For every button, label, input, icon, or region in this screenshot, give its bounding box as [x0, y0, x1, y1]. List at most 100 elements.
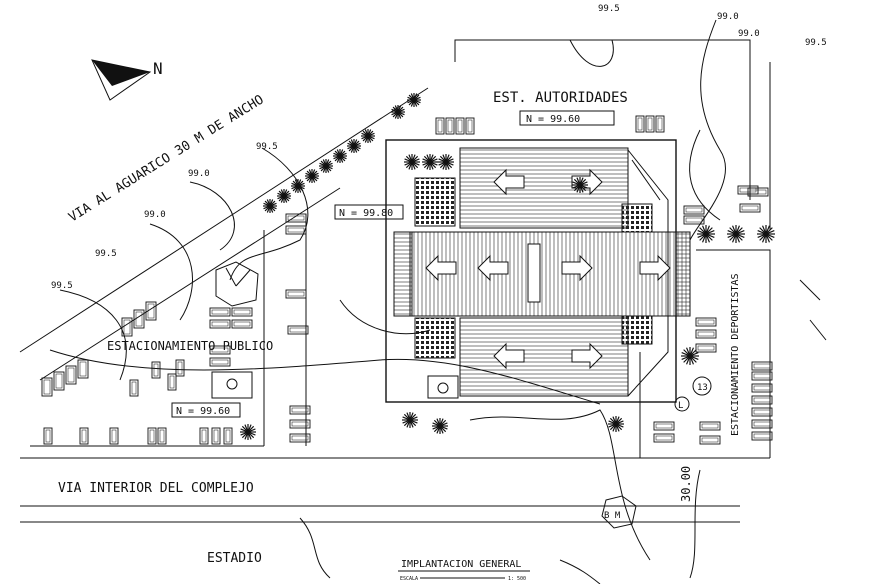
est-publico-label: ESTACIONAMIENTO PUBLICO — [107, 339, 273, 353]
parking-stall — [751, 407, 773, 417]
tree-icon — [319, 159, 333, 173]
parking-stall — [683, 215, 705, 225]
parking-stall — [211, 427, 221, 445]
elevation-label: N = 99.60 — [176, 406, 230, 417]
parking-stall — [287, 325, 309, 335]
title-block: IMPLANTACION GENERAL ESCALA 1: 500 — [398, 559, 530, 582]
contour-label: 99.0 — [188, 169, 210, 179]
parking-stall — [151, 361, 161, 379]
marker-13: 13 — [697, 383, 708, 393]
tree-icon — [391, 105, 405, 119]
tree-icon — [402, 412, 418, 428]
parking-stall — [289, 419, 311, 429]
parking-stall — [751, 419, 773, 429]
drawing-title: IMPLANTACION GENERAL — [401, 559, 521, 570]
parking-stall — [209, 307, 231, 317]
tree-icon — [438, 154, 454, 170]
parking-stall — [175, 359, 185, 377]
scale-label: ESCALA — [400, 576, 418, 582]
parking-stall — [699, 435, 721, 445]
parking-stall — [53, 371, 65, 391]
contour-label: 99.5 — [51, 281, 73, 291]
parking-stall — [285, 225, 307, 235]
contour-label: 99.0 — [738, 29, 760, 39]
tree-icon — [608, 416, 624, 432]
tree-icon — [572, 177, 588, 193]
tree-icon — [333, 149, 347, 163]
parking-stall — [157, 427, 167, 445]
contour-label: 99.0 — [717, 12, 739, 22]
parking-stall — [209, 357, 231, 367]
tree-icon — [407, 93, 421, 107]
contour-label: 99.5 — [256, 142, 278, 152]
parking-stalls-publico — [41, 213, 311, 445]
elevation-label: N = 99.60 — [526, 114, 580, 125]
via-interior-label: VIA INTERIOR DEL COMPLEJO — [58, 481, 254, 496]
tree-icon — [432, 418, 448, 434]
elevation-box — [519, 110, 615, 126]
tree-icon — [757, 225, 775, 243]
parking-stall — [41, 377, 53, 397]
via-interior-road: VIA INTERIOR DEL COMPLEJO 30.00 B M — [20, 457, 740, 529]
parking-stalls-autoridades — [435, 115, 769, 225]
parking-stall — [285, 289, 307, 299]
parking-stall — [445, 117, 455, 135]
est-publico-area: ESTACIONAMIENTO PUBLICO N = 99.80 N = 99… — [30, 204, 404, 447]
tree-icon — [681, 347, 699, 365]
parking-stall — [289, 405, 311, 415]
contour-label: 99.0 — [144, 210, 166, 220]
contour-label: 99.5 — [805, 38, 827, 48]
contour-label: 99.5 — [95, 249, 117, 259]
parking-stall — [747, 187, 769, 197]
north-label: N — [153, 59, 163, 78]
parking-stall — [695, 317, 717, 327]
tree-row-road — [263, 93, 421, 213]
via-aguarico-label: VIA AL AGUARICO 30 M DE ANCHO — [66, 92, 267, 225]
arrow-icon — [493, 342, 525, 370]
circulation-arrows — [425, 168, 671, 370]
parking-stall — [645, 115, 655, 133]
parking-stall — [653, 433, 675, 443]
parking-stall — [289, 433, 311, 443]
parking-stall — [65, 365, 77, 385]
parking-stall — [699, 421, 721, 431]
tree-icon — [697, 225, 715, 243]
parking-stall — [209, 345, 231, 355]
parking-stall — [223, 427, 233, 445]
tree-icon — [305, 169, 319, 183]
tree-icon — [240, 424, 256, 440]
parking-stall — [751, 383, 773, 393]
parking-stall — [109, 427, 119, 445]
est-autoridades-label: EST. AUTORIDADES — [493, 90, 628, 106]
parking-stall — [77, 359, 89, 379]
parking-stall — [653, 421, 675, 431]
parking-stall — [145, 301, 157, 321]
parking-stall — [655, 115, 665, 133]
parking-stall — [231, 319, 253, 329]
tree-row-deportistas — [681, 225, 775, 365]
parking-stall — [167, 373, 177, 391]
parking-stalls-deportistas — [653, 317, 773, 445]
parking-stall — [465, 117, 475, 135]
parking-stall — [285, 213, 307, 223]
arrow-icon — [639, 254, 671, 282]
parking-stall — [683, 205, 705, 215]
parking-stall — [695, 329, 717, 339]
parking-stall — [751, 395, 773, 405]
tree-icon — [263, 199, 277, 213]
tree-icon — [361, 129, 375, 143]
est-deportistas-label: ESTACIONAMIENTO DEPORTISTAS — [730, 273, 741, 436]
parking-stall — [739, 203, 761, 213]
arrow-icon — [425, 254, 457, 282]
arrow-icon — [561, 254, 593, 282]
elevation-box — [171, 402, 241, 418]
parking-stall — [209, 319, 231, 329]
parking-stall — [751, 371, 773, 381]
parking-stall — [455, 117, 465, 135]
parking-stall — [635, 115, 645, 133]
north-arrow-icon: N — [91, 59, 163, 101]
tree-icon — [422, 154, 438, 170]
contour-lines — [49, 19, 827, 584]
estadio-label: ESTADIO — [207, 551, 262, 566]
